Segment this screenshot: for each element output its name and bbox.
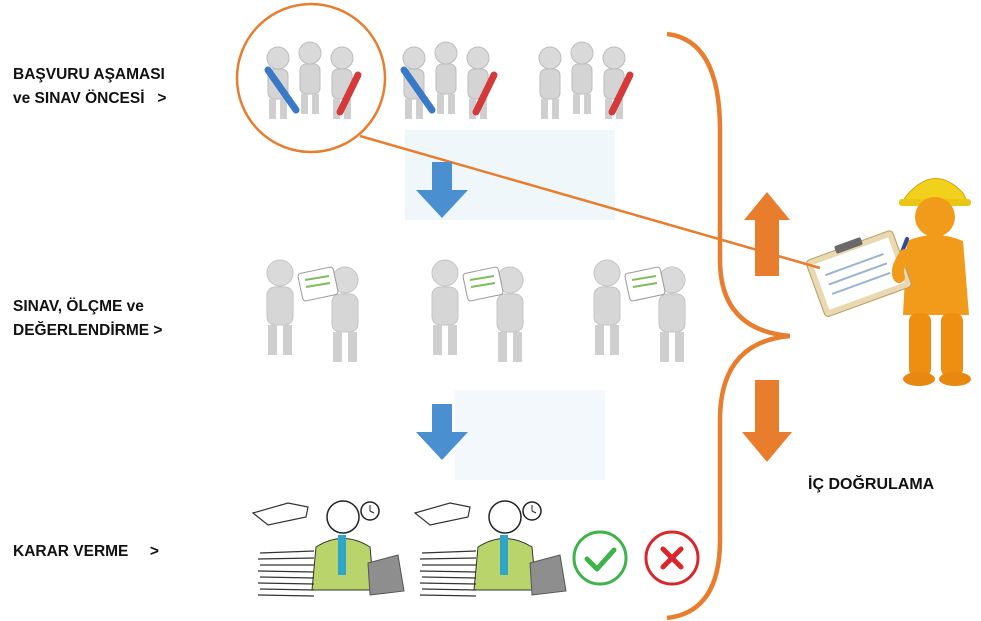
three-workers-with-tools-icon — [538, 41, 634, 120]
stage-label-application: BAŞVURU AŞAMASI ve SINAV ÖNCESİ > — [13, 66, 167, 107]
office-worker-with-papers-icon — [251, 500, 405, 597]
x-icon — [644, 530, 700, 586]
three-workers-with-tools-icon — [400, 41, 498, 120]
pair-group-1 — [266, 259, 359, 363]
inspector-with-clipboard-icon — [805, 178, 971, 386]
pair-group-2 — [431, 259, 524, 363]
lower-brace — [666, 333, 791, 621]
arrow-down-blue-2 — [416, 404, 468, 460]
check-icon — [572, 530, 628, 586]
connector-line — [359, 134, 821, 270]
stage-label-decision: KARAR VERME > — [13, 543, 159, 560]
upper-brace — [666, 31, 791, 339]
arrow-up-icon — [744, 192, 790, 276]
pair-group-3 — [593, 259, 686, 363]
worker-group-3 — [538, 41, 634, 120]
worker-group-2 — [400, 41, 498, 120]
office-worker-with-papers-icon — [413, 500, 567, 597]
two-people-with-clipboard-icon — [593, 259, 686, 363]
arrow-down-blue-1 — [416, 162, 468, 218]
two-people-with-clipboard-icon — [431, 259, 524, 363]
two-people-with-clipboard-icon — [266, 259, 359, 363]
highlight-circle — [235, 2, 387, 154]
internal-verification-label: İÇ DOĞRULAMA — [808, 476, 935, 493]
reject-badge — [644, 530, 700, 586]
worker-group-1 — [264, 41, 362, 120]
decision-group-2 — [413, 500, 567, 597]
bg-patch-2 — [455, 390, 605, 480]
arrow-down-icon — [742, 380, 792, 462]
approve-badge — [572, 530, 628, 586]
three-workers-with-tools-icon — [264, 41, 362, 120]
stage-label-exam: SINAV, ÖLÇME ve DEĞERLENDİRME > — [13, 298, 163, 339]
decision-group-1 — [251, 500, 405, 597]
inspector-figure — [805, 178, 971, 386]
